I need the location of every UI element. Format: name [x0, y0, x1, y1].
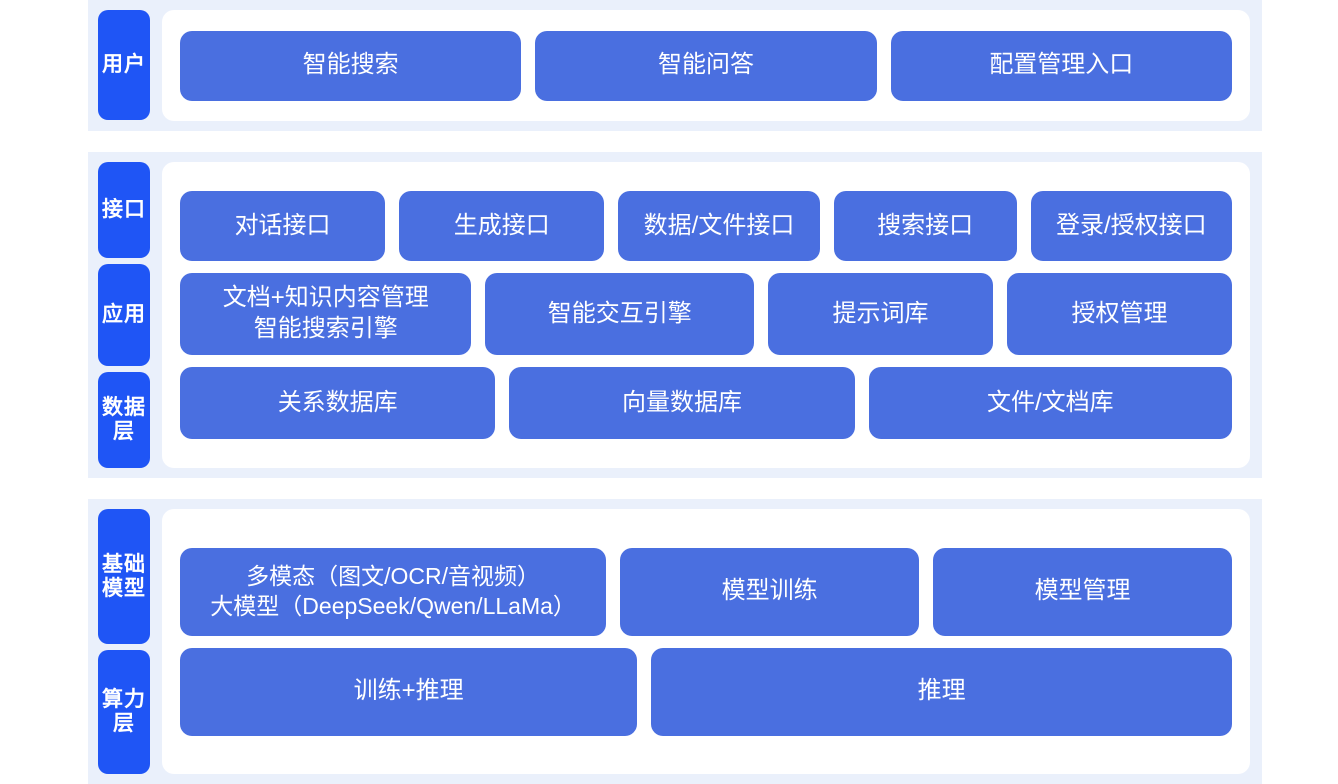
row-data: 关系数据库 向量数据库 文件/文档库 — [180, 367, 1232, 439]
row-api: 对话接口 生成接口 数据/文件接口 搜索接口 登录/授权接口 — [180, 191, 1232, 261]
layer-rail-middle: 接口 应用 数据层 — [98, 162, 150, 468]
row-model: 多模态（图文/OCR/音视频） 大模型（DeepSeek/Qwen/LLaMa）… — [180, 547, 1233, 636]
box-file-doc-store[interactable]: 文件/文档库 — [868, 367, 1232, 439]
panel-user: 智能搜索 智能问答 配置管理入口 — [162, 10, 1250, 121]
box-train-infer[interactable]: 训练+推理 — [180, 647, 638, 736]
box-data-file-api[interactable]: 数据/文件接口 — [618, 191, 820, 261]
layer-rail-infra: 基础模型 算力层 — [98, 509, 150, 774]
box-generate-api[interactable]: 生成接口 — [399, 191, 605, 261]
box-smart-qa[interactable]: 智能问答 — [535, 30, 877, 101]
box-multimodal-llm[interactable]: 多模态（图文/OCR/音视频） 大模型（DeepSeek/Qwen/LLaMa） — [180, 547, 607, 636]
layer-tag-user: 用户 — [98, 10, 150, 120]
box-vector-db[interactable]: 向量数据库 — [509, 367, 855, 439]
band-infra: 基础模型 算力层 多模态（图文/OCR/音视频） 大模型（DeepSeek/Qw… — [88, 499, 1262, 784]
box-model-training[interactable]: 模型训练 — [620, 547, 920, 636]
box-model-management[interactable]: 模型管理 — [933, 547, 1233, 636]
box-auth-management[interactable]: 授权管理 — [1007, 273, 1232, 355]
layer-tag-interface: 接口 — [98, 162, 150, 258]
band-user: 用户 智能搜索 智能问答 配置管理入口 — [88, 0, 1262, 131]
row-compute: 训练+推理 推理 — [180, 647, 1232, 736]
row-app: 文档+知识内容管理 智能搜索引擎 智能交互引擎 提示词库 授权管理 — [180, 273, 1232, 355]
box-interactive-engine[interactable]: 智能交互引擎 — [485, 273, 755, 355]
box-prompt-library[interactable]: 提示词库 — [768, 273, 994, 355]
layer-tag-data: 数据层 — [98, 372, 150, 468]
panel-middle: 对话接口 生成接口 数据/文件接口 搜索接口 登录/授权接口 文档+知识内容管理… — [162, 162, 1250, 468]
layer-tag-foundation-model: 基础模型 — [98, 509, 150, 644]
layer-tag-application: 应用 — [98, 264, 150, 366]
layer-rail-user: 用户 — [98, 10, 150, 121]
box-login-auth-api[interactable]: 登录/授权接口 — [1030, 191, 1232, 261]
panel-infra: 多模态（图文/OCR/音视频） 大模型（DeepSeek/Qwen/LLaMa）… — [162, 509, 1250, 774]
box-smart-search[interactable]: 智能搜索 — [180, 30, 522, 101]
box-search-api[interactable]: 搜索接口 — [833, 191, 1017, 261]
box-relational-db[interactable]: 关系数据库 — [180, 367, 496, 439]
box-infer[interactable]: 推理 — [651, 647, 1232, 736]
box-config-entry[interactable]: 配置管理入口 — [890, 30, 1232, 101]
box-doc-knowledge[interactable]: 文档+知识内容管理 智能搜索引擎 — [180, 273, 472, 355]
band-middle: 接口 应用 数据层 对话接口 生成接口 数据/文件接口 搜索接口 登录/授权接口… — [88, 152, 1262, 478]
layer-tag-compute: 算力层 — [98, 650, 150, 774]
row-user: 智能搜索 智能问答 配置管理入口 — [180, 30, 1232, 101]
box-dialog-api[interactable]: 对话接口 — [180, 191, 386, 261]
